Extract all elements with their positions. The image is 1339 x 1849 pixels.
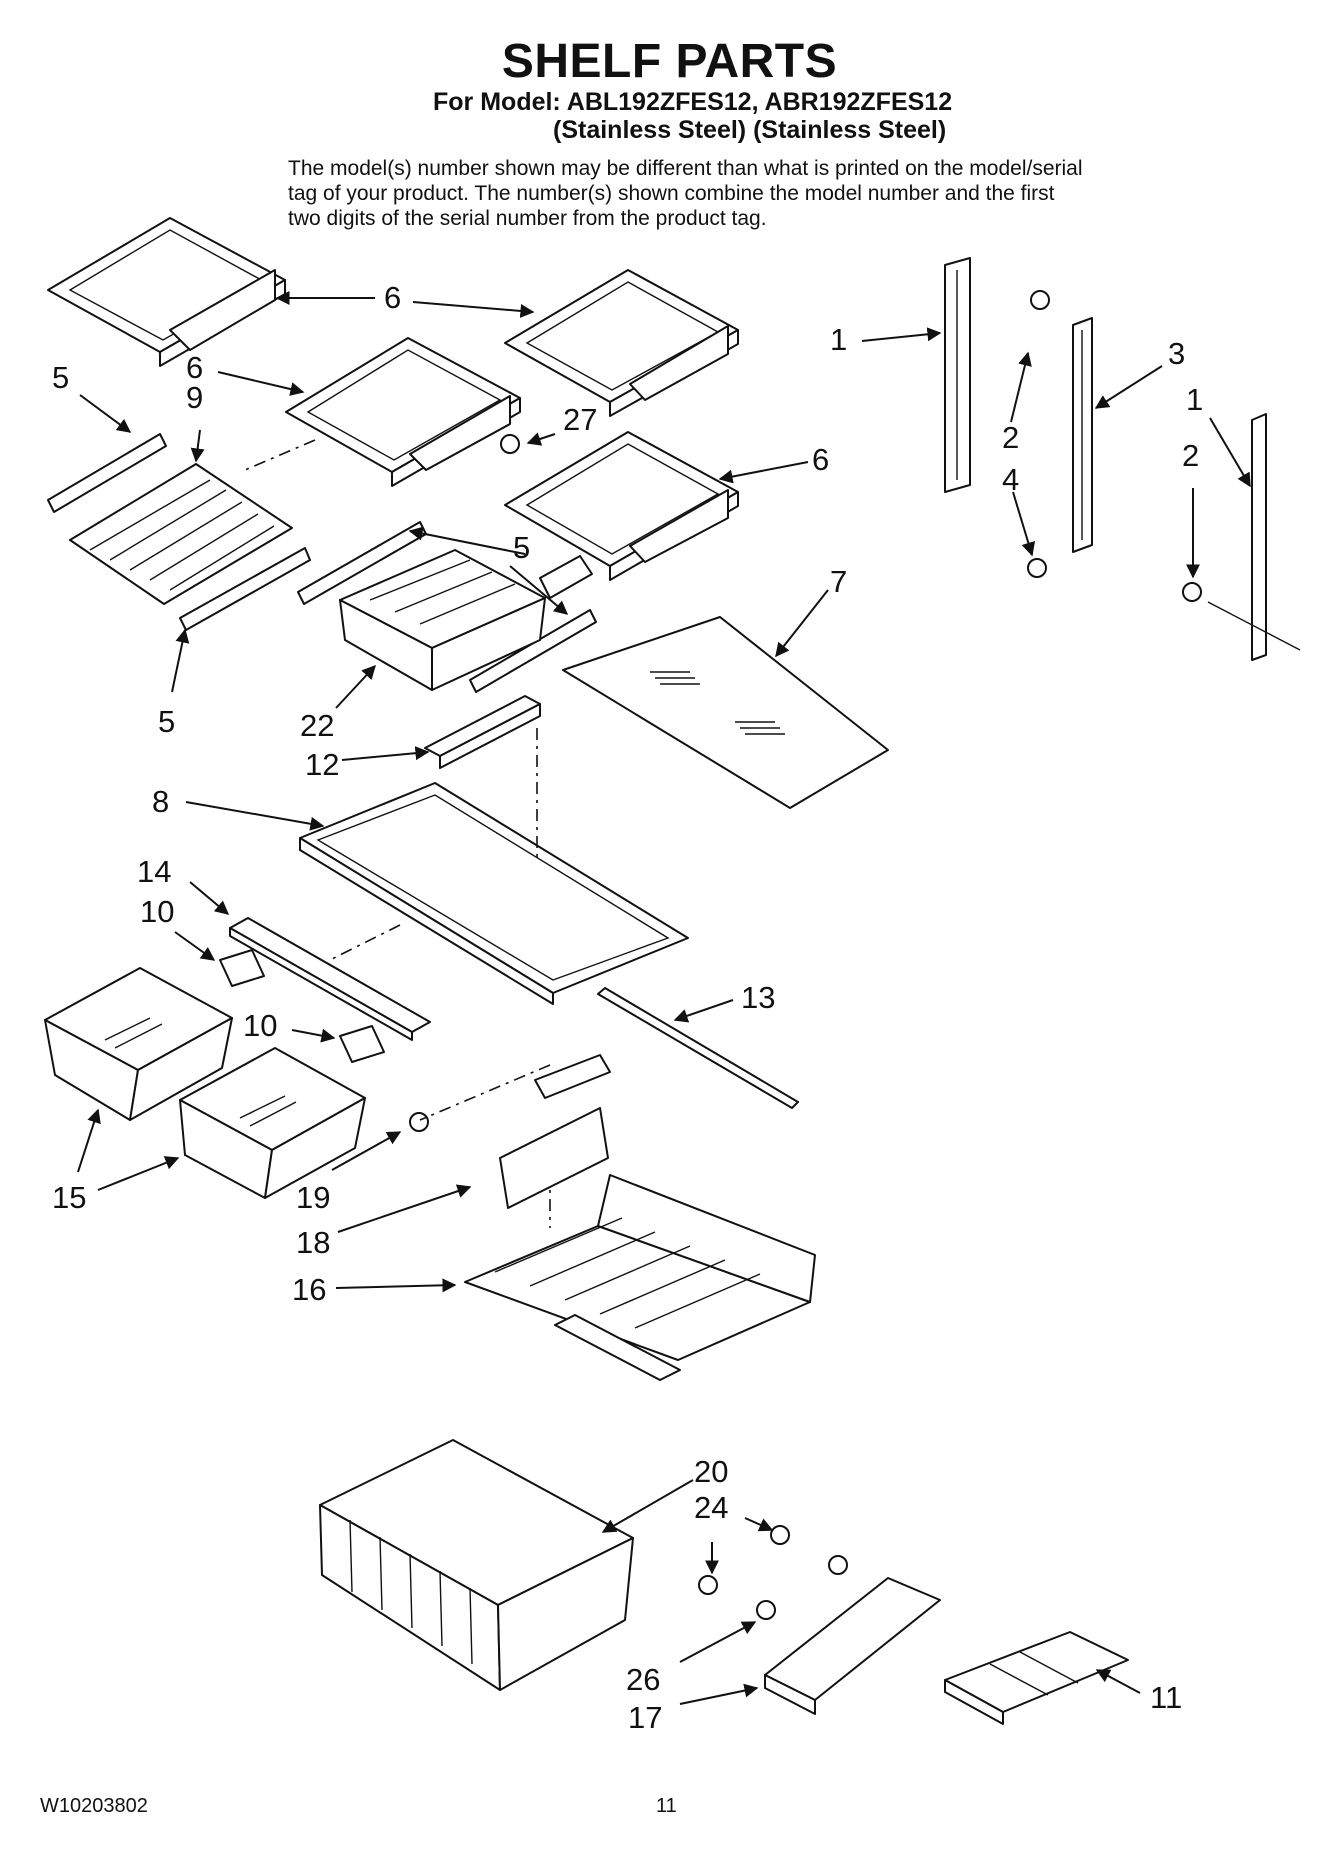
page-title: SHELF PARTS — [501, 35, 838, 88]
callout-label: 12 — [305, 747, 339, 782]
shelf-part-lower-right — [504, 431, 739, 581]
finish-line: (Stainless Steel) (Stainless Steel) — [553, 116, 947, 144]
callout-labels: 6 6 6 6 5 9 27 1 3 1 2 2 4 5 5 7 22 12 8… — [52, 280, 1203, 1735]
rail-part-center — [1072, 317, 1093, 553]
leader-lines — [77, 291, 1251, 1705]
freezer-bin-part-right — [179, 1047, 366, 1199]
ice-bin-part — [764, 1577, 941, 1715]
basket-divider-part — [499, 1054, 611, 1209]
callout-label: 3 — [1168, 336, 1185, 371]
callout-label: 11 — [1150, 1680, 1182, 1715]
bracket-parts — [219, 949, 385, 1063]
callout-label: 6 — [186, 350, 203, 385]
trim-part — [229, 917, 431, 1041]
model-number-note: The model(s) number shown may be differe… — [288, 157, 1083, 230]
divider-part — [424, 695, 541, 769]
callout-label: 17 — [628, 1700, 662, 1735]
callout-label: 7 — [830, 564, 847, 599]
callout-label: 18 — [296, 1225, 330, 1260]
ice-tray-part — [944, 1631, 1129, 1725]
shelf-part-top-right — [504, 269, 739, 417]
callout-label: 14 — [137, 854, 171, 889]
rail-part-left — [944, 257, 971, 493]
screw-parts — [409, 290, 1202, 1620]
callout-label: 1 — [830, 322, 847, 357]
drawer-part — [339, 549, 546, 691]
rail-part-right — [1207, 413, 1301, 661]
rod-part — [597, 987, 799, 1109]
freezer-bin-part-left — [44, 967, 233, 1121]
callout-label: 26 — [626, 1662, 660, 1697]
glass-panel-part — [562, 616, 889, 809]
callout-label: 13 — [741, 980, 775, 1015]
callout-label: 9 — [186, 380, 203, 415]
bottom-basket-part — [319, 1439, 634, 1691]
callout-label: 8 — [152, 784, 169, 819]
shelf-part-top-left — [47, 217, 286, 367]
callout-label: 5 — [52, 360, 69, 395]
document-code: W10203802 — [40, 1795, 148, 1817]
callout-label: 27 — [563, 402, 597, 437]
callout-label: 5 — [513, 530, 530, 565]
callout-label: 10 — [243, 1008, 277, 1043]
shelf-frame-part — [299, 782, 689, 1005]
page-number: 11 — [656, 1795, 677, 1817]
callout-label: 1 — [1186, 382, 1203, 417]
callout-label: 2 — [1002, 420, 1019, 455]
callout-label: 22 — [300, 708, 334, 743]
callout-label: 16 — [292, 1272, 326, 1307]
callout-label: 20 — [694, 1454, 728, 1489]
callout-label: 4 — [1002, 462, 1019, 497]
wire-basket-part — [69, 463, 293, 605]
callout-label: 10 — [140, 894, 174, 929]
callout-label: 6 — [812, 442, 829, 477]
callout-label: 2 — [1182, 438, 1199, 473]
shelf-part-middle — [285, 337, 521, 487]
freezer-wire-basket-part — [464, 1174, 816, 1381]
callout-label: 6 — [384, 280, 401, 315]
callout-label: 19 — [296, 1180, 330, 1215]
callout-label: 5 — [158, 704, 175, 739]
model-line: For Model: ABL192ZFES12, ABR192ZFES12 — [433, 88, 953, 116]
callout-label: 24 — [694, 1490, 728, 1525]
callout-label: 15 — [52, 1180, 86, 1215]
